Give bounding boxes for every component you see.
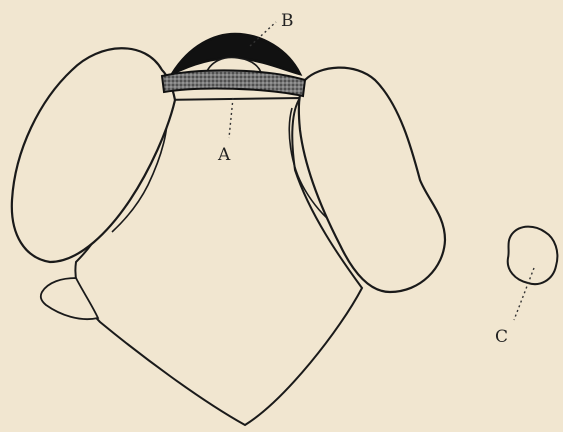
label-b: B <box>281 11 294 31</box>
label-a: A <box>217 145 231 165</box>
small-appendage-left <box>41 278 98 319</box>
detached-piece-c <box>508 227 558 284</box>
right-lobe <box>299 68 445 292</box>
label-c: C <box>495 327 508 347</box>
left-lobe <box>12 48 175 262</box>
ring-a <box>162 70 305 96</box>
leader-line-a <box>229 98 233 138</box>
